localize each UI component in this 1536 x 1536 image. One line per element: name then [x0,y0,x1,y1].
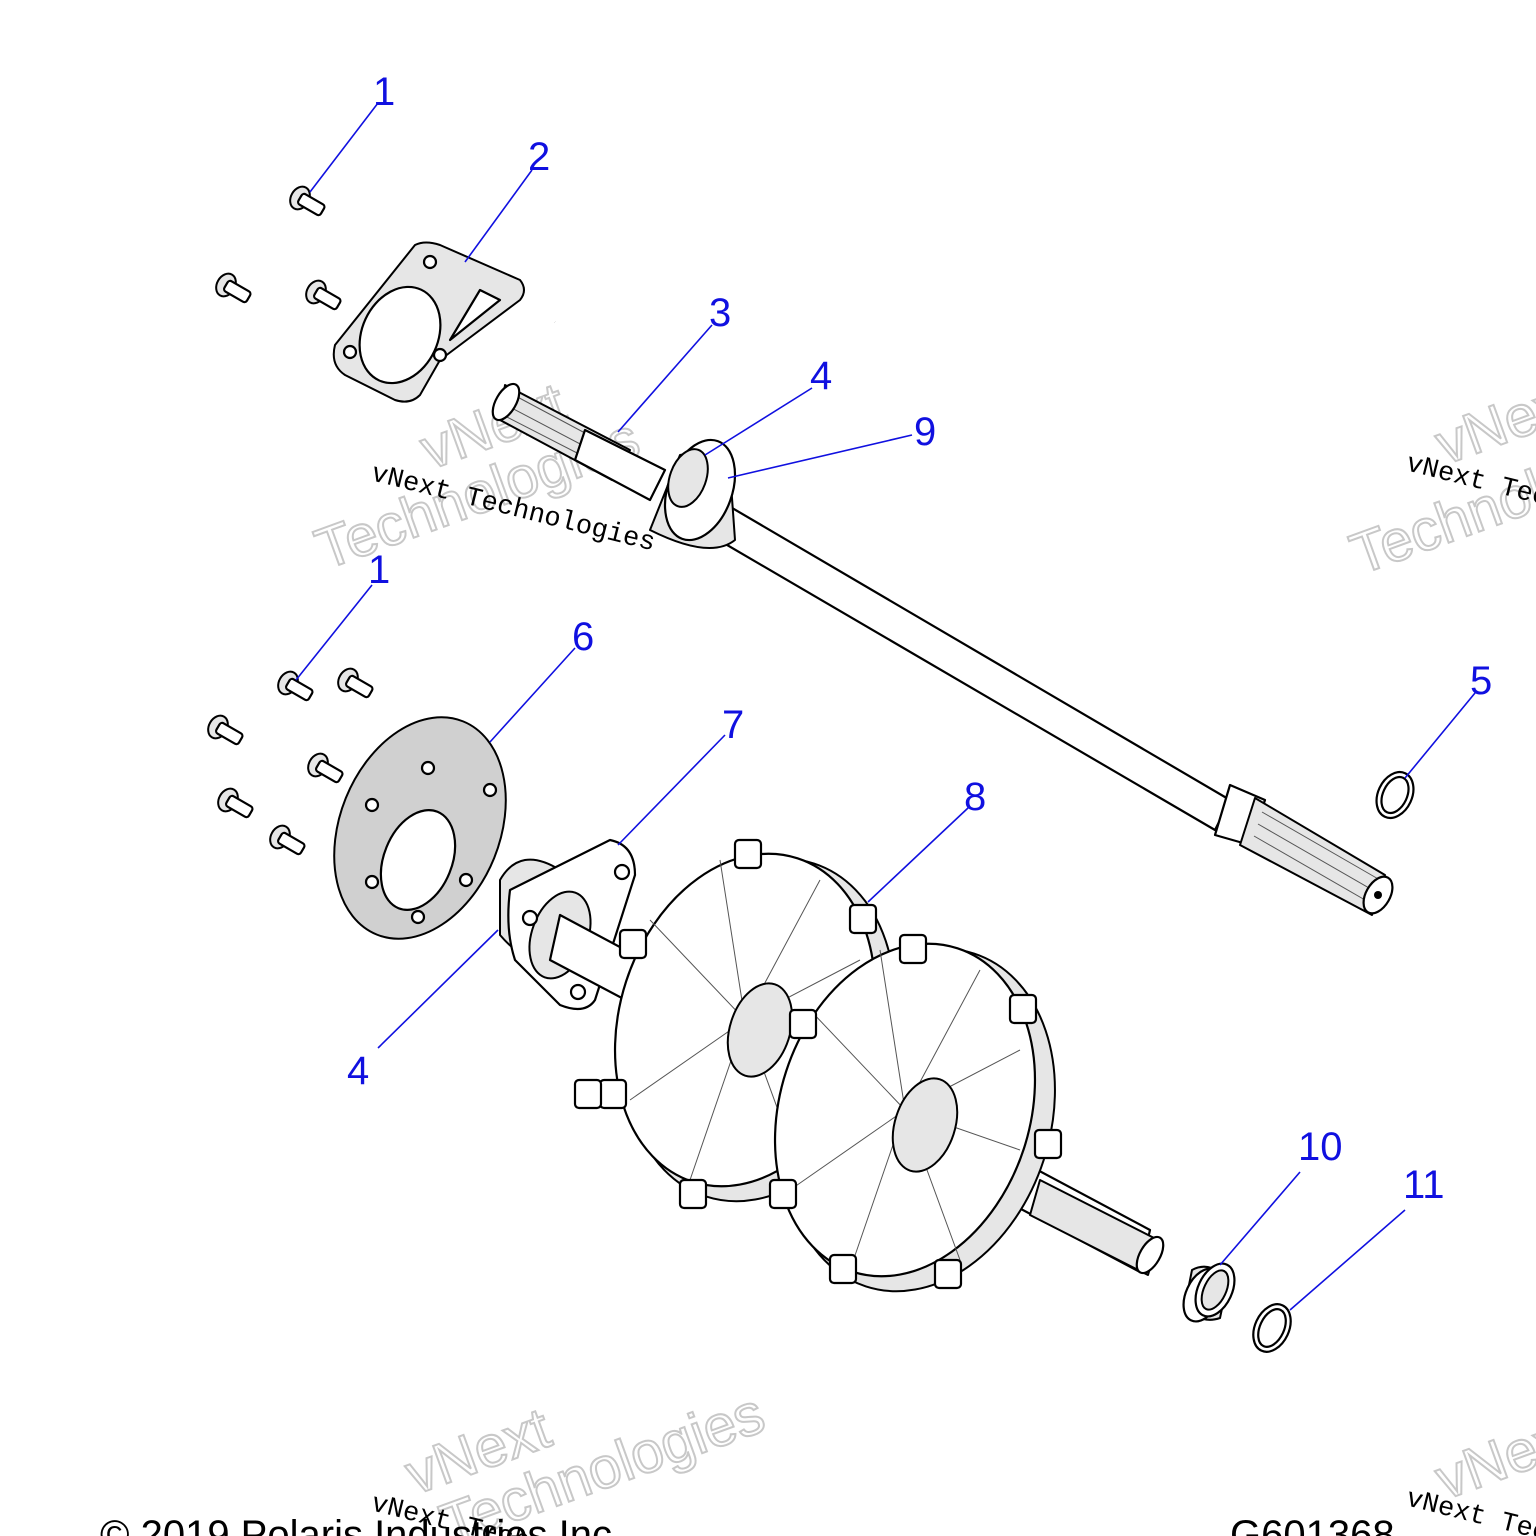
callout-8: 8 [964,775,986,819]
bolt-top-3 [305,279,342,311]
leader-8 [867,807,969,903]
drive-sprocket-assembly [548,838,1165,1293]
callout-10: 10 [1298,1125,1343,1169]
callout-4-top: 4 [810,354,832,398]
bolt-mid-4 [307,752,344,784]
callout-4-bottom: 4 [347,1049,369,1093]
callout-2: 2 [528,135,550,179]
leader-6 [489,647,576,743]
bolt-mid-3 [207,714,244,746]
retaining-ring-lower [1252,1303,1292,1353]
watermark-bottom-right: vNext vNext Technologies [1403,1399,1536,1536]
leader-4-bottom [377,929,499,1049]
leader-9 [727,434,913,479]
leader-7 [617,734,726,846]
callout-9: 9 [914,410,936,454]
callout-labels: 1 2 3 4 9 1 6 7 8 5 4 10 11 [347,70,1492,1207]
leader-4-top [704,387,813,456]
leader-5 [1404,692,1476,779]
bolt-top-1 [289,185,326,217]
sprocket-wheel-2 [768,933,1063,1293]
leader-3 [617,324,713,433]
bolt-mid-1 [277,670,314,702]
leader-11 [1289,1209,1406,1311]
flange-plate [333,716,507,940]
watermark-right: vNext Technologies vNext Technologies [1341,364,1536,588]
retaining-ring-upper [1375,770,1415,820]
callout-3: 3 [709,291,731,335]
callout-1-mid: 1 [368,548,390,592]
copyright-text: © 2019 Polaris Industries Inc. [100,1513,623,1536]
upper-driveshaft [491,382,1394,916]
bolt-mid-6 [269,824,306,856]
bushing [1182,1262,1236,1323]
leader-2 [464,169,533,263]
bolt-mid-5 [217,787,254,819]
callout-11: 11 [1403,1163,1445,1207]
bolt-top-2 [215,272,252,304]
bolt-mid-2 [337,667,374,699]
callout-5: 5 [1470,659,1492,703]
callout-6: 6 [572,615,594,659]
figure-id: G601368 [1230,1513,1395,1536]
leader-1-top [309,102,379,193]
leader-lines [295,102,1476,1311]
callout-1-top: 1 [373,70,395,114]
leader-1-mid [295,584,373,681]
callout-7: 7 [722,703,744,747]
bearing-bracket-plate [332,241,558,403]
upper-bearing [649,438,737,549]
leader-10 [1219,1171,1301,1266]
